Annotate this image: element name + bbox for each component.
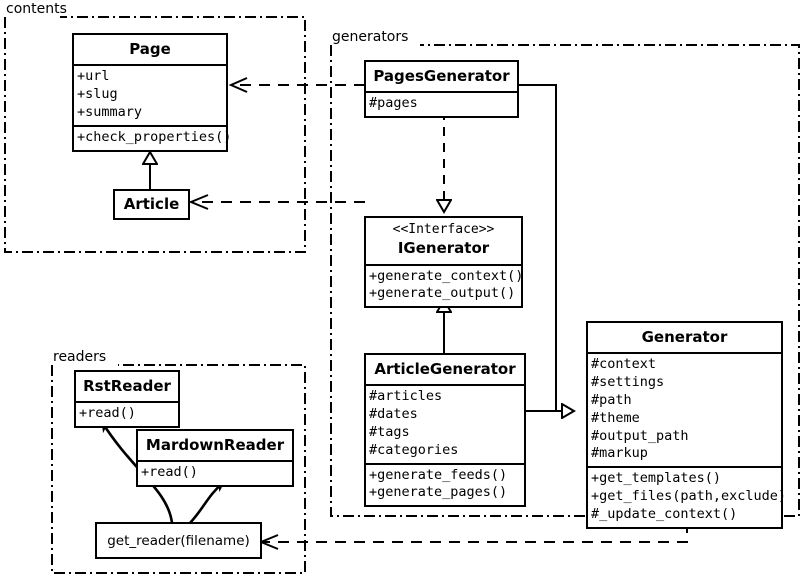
class-attributes-articlegenerator: #articles #dates #tags #categories xyxy=(366,384,524,462)
class-methods-page: +check_properties() xyxy=(74,124,232,150)
class-box-rstreader[interactable]: RstReader +read() xyxy=(74,370,180,429)
class-methods-mardownreader: +read() xyxy=(138,460,292,485)
attribute-row: +summary xyxy=(77,103,143,120)
class-name-igenerator: IGenerator xyxy=(397,239,490,258)
method-row: #_update_context() xyxy=(591,505,738,522)
class-attributes-generator: #context #settings #path #theme #output_… xyxy=(588,352,781,466)
method-row: +get_files(path,exclude) xyxy=(591,487,787,504)
class-name-mardownreader: MardownReader xyxy=(145,436,285,454)
package-label-contents: contents xyxy=(6,1,67,17)
class-box-articlegenerator[interactable]: ArticleGenerator #articles #dates #tags … xyxy=(364,353,526,508)
arrowhead-dependency-getreader xyxy=(258,534,279,550)
arrowhead-dependency-page xyxy=(228,77,248,93)
method-row: +read() xyxy=(141,464,198,481)
class-box-mardownreader[interactable]: MardownReader +read() xyxy=(136,429,294,488)
arrowhead-dependency-article xyxy=(188,194,209,210)
class-box-article[interactable]: Article xyxy=(113,189,190,221)
method-row: +read() xyxy=(79,405,136,422)
class-name-pagesgenerator: PagesGenerator xyxy=(373,67,510,85)
method-row: +check_properties() xyxy=(77,128,232,145)
relation-getreader-to-mardownreader xyxy=(189,480,225,524)
package-label-generators: generators xyxy=(332,29,409,45)
attribute-row: #settings xyxy=(591,374,665,391)
method-row: +generate_pages() xyxy=(369,484,508,501)
class-box-generator[interactable]: Generator #context #settings #path #them… xyxy=(586,321,787,529)
attribute-row: #context xyxy=(591,356,657,373)
attribute-row: +url xyxy=(77,68,110,85)
attribute-row: #dates xyxy=(369,406,418,423)
class-methods-generator: +get_templates() +get_files(path,exclude… xyxy=(588,466,787,526)
method-row: +get_templates() xyxy=(591,470,722,487)
class-methods-rstreader: +read() xyxy=(76,401,178,426)
package-label-readers: readers xyxy=(53,349,107,365)
class-name-article: Article xyxy=(123,195,180,213)
class-attributes-pagesgenerator: #pages xyxy=(366,91,517,116)
attribute-row: #articles xyxy=(369,388,443,405)
class-box-page[interactable]: Page +url +slug +summary +check_properti… xyxy=(72,33,232,152)
class-name-articlegenerator: ArticleGenerator xyxy=(374,360,516,378)
attribute-row: #theme xyxy=(591,409,640,426)
attribute-row: #tags xyxy=(369,423,410,440)
class-methods-articlegenerator: +generate_feeds() +generate_pages() xyxy=(366,462,524,506)
attribute-row: #markup xyxy=(591,445,648,462)
class-stereotype-igenerator: <<Interface>> xyxy=(392,222,495,237)
attribute-row: #path xyxy=(591,391,632,408)
method-row: +generate_output() xyxy=(369,285,516,302)
attribute-row: #categories xyxy=(369,441,459,458)
class-name-rstreader: RstReader xyxy=(83,377,171,395)
class-name-generator: Generator xyxy=(641,328,728,346)
method-row: +generate_feeds() xyxy=(369,466,508,483)
relation-pagesgenerator-to-generator xyxy=(519,84,574,411)
function-label-get-reader: get_reader(filename) xyxy=(107,532,250,549)
attribute-row: #output_path xyxy=(591,427,689,444)
class-attributes-page: +url +slug +summary xyxy=(74,64,226,124)
class-box-pagesgenerator[interactable]: PagesGenerator #pages xyxy=(364,60,519,119)
class-header-igenerator: <<Interface>> IGenerator xyxy=(366,218,521,264)
class-methods-igenerator: +generate_context() +generate_output() xyxy=(366,263,524,307)
function-box-get-reader[interactable]: get_reader(filename) xyxy=(95,522,262,559)
class-box-igenerator[interactable]: <<Interface>> IGenerator +generate_conte… xyxy=(364,216,524,309)
class-name-page: Page xyxy=(129,40,171,58)
attribute-row: +slug xyxy=(77,86,118,103)
method-row: +generate_context() xyxy=(369,267,524,284)
attribute-row: #pages xyxy=(369,95,418,112)
